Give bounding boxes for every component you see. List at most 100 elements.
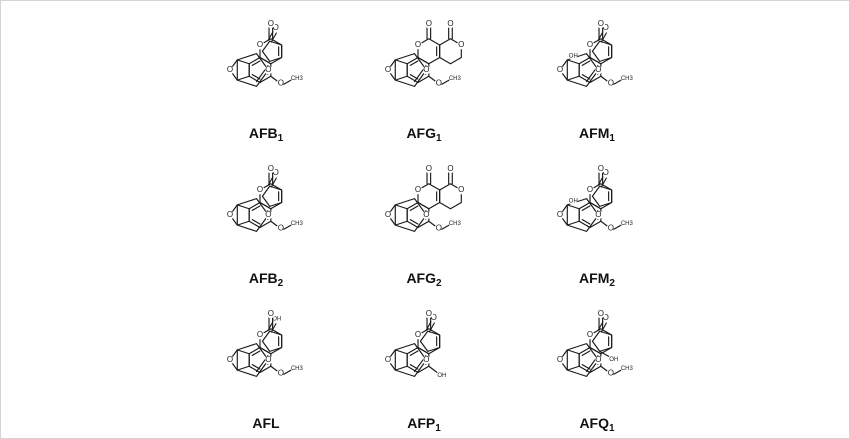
furan-oxygen-atom: O <box>557 210 563 219</box>
oxygen-atom: O <box>458 185 464 194</box>
atom-mask <box>266 19 276 29</box>
bond-line <box>270 32 277 43</box>
bond-line <box>413 359 424 373</box>
ring-bond <box>387 204 408 226</box>
atom-mask <box>609 355 619 364</box>
atom-mask <box>424 309 434 319</box>
furan-oxygen-atom: O <box>423 65 429 74</box>
bond-line <box>581 205 591 211</box>
atom-mask <box>568 196 578 206</box>
furan-oxygen-atom: O <box>227 65 233 74</box>
methyl-group: CH3 <box>291 76 304 82</box>
atom-mask <box>568 51 578 61</box>
bond-line <box>441 224 450 230</box>
atom-mask <box>264 210 273 220</box>
methoxy-oxygen-atom: O <box>278 223 284 232</box>
bond-line <box>251 205 261 211</box>
atom-mask <box>585 330 595 340</box>
lactone-oxygen-atom: O <box>415 330 421 339</box>
ring-bond <box>566 53 599 87</box>
bond-line <box>251 219 261 225</box>
bond-line <box>613 79 622 85</box>
carbonyl-oxygen-atom: O <box>431 313 437 322</box>
label-afb2: AFB2 <box>248 270 284 289</box>
bond-line <box>409 350 419 356</box>
atom-mask <box>266 164 276 174</box>
methyl-group: CH3 <box>449 221 462 227</box>
bond-line <box>283 79 292 85</box>
furan-oxygen-atom: O <box>265 355 271 364</box>
atom-mask <box>434 223 444 233</box>
atom-mask <box>255 185 265 195</box>
furan-oxygen-atom: O <box>385 210 391 219</box>
atom-mask <box>457 40 466 50</box>
bond-line <box>585 359 596 373</box>
carbonyl-oxygen-atom: O <box>268 164 274 173</box>
atom-mask <box>450 73 460 83</box>
hydroxyl-group: OH <box>569 53 578 59</box>
atom-mask <box>225 65 235 75</box>
methyl-group: CH3 <box>291 221 304 227</box>
atom-mask <box>424 19 434 29</box>
furan-oxygen-atom: O <box>385 355 391 364</box>
hydroxyl-group: OH <box>437 373 446 379</box>
hydroxyl-group: OH <box>569 198 578 204</box>
atom-mask <box>383 355 393 365</box>
atom-mask <box>276 368 286 378</box>
atom-mask <box>422 210 431 220</box>
atom-mask <box>594 65 603 75</box>
ring-bond <box>559 59 580 81</box>
ring-bond <box>229 349 250 371</box>
oxygen-atom: O <box>458 40 464 49</box>
ring-bond <box>387 349 408 371</box>
lactone-oxygen-atom: O <box>257 40 263 49</box>
bond-line <box>581 219 591 225</box>
atom-mask <box>266 309 276 319</box>
atom-mask <box>594 210 603 220</box>
bond-line <box>255 69 266 83</box>
methoxy-oxygen-atom: O <box>436 78 442 87</box>
lactone-oxygen-atom: O <box>257 330 263 339</box>
atom-mask <box>413 330 423 340</box>
carbonyl-oxygen-atom: O <box>598 164 604 173</box>
ring-bond <box>236 53 269 87</box>
furan-oxygen-atom: O <box>265 210 271 219</box>
atom-mask <box>555 65 565 75</box>
furan-oxygen-atom: O <box>385 65 391 74</box>
bond-line <box>581 60 591 66</box>
bond-line <box>413 69 424 83</box>
bond-line <box>409 205 419 211</box>
atom-mask <box>292 73 302 83</box>
bond-line <box>270 322 277 333</box>
carbonyl-oxygen-atom: O <box>598 309 604 318</box>
ring-bond <box>236 343 269 377</box>
atom-mask <box>596 19 606 29</box>
atom-mask <box>292 218 302 228</box>
label-afl: AFL <box>252 415 280 431</box>
atom-mask <box>383 65 393 75</box>
lactone-oxygen-atom: O <box>257 185 263 194</box>
ring-bond <box>229 204 250 226</box>
atom-mask <box>585 185 595 195</box>
label-afq1: AFQ1 <box>579 415 615 434</box>
atom-mask <box>422 355 431 365</box>
atom-mask <box>437 370 447 380</box>
atom-mask <box>594 355 603 365</box>
bond-line <box>251 350 261 356</box>
atom-mask <box>413 40 423 50</box>
atom-mask <box>276 223 286 233</box>
carbonyl-oxygen-atom: O <box>447 19 453 28</box>
bond-line <box>409 60 419 66</box>
methyl-group: CH3 <box>621 366 634 372</box>
label-afm1: AFM1 <box>579 125 615 144</box>
furan-oxygen-atom: O <box>265 65 271 74</box>
atom-mask <box>555 355 565 365</box>
atom-mask <box>292 363 302 373</box>
atom-mask <box>413 185 423 195</box>
methoxy-oxygen-atom: O <box>278 78 284 87</box>
atom-mask <box>276 78 286 88</box>
